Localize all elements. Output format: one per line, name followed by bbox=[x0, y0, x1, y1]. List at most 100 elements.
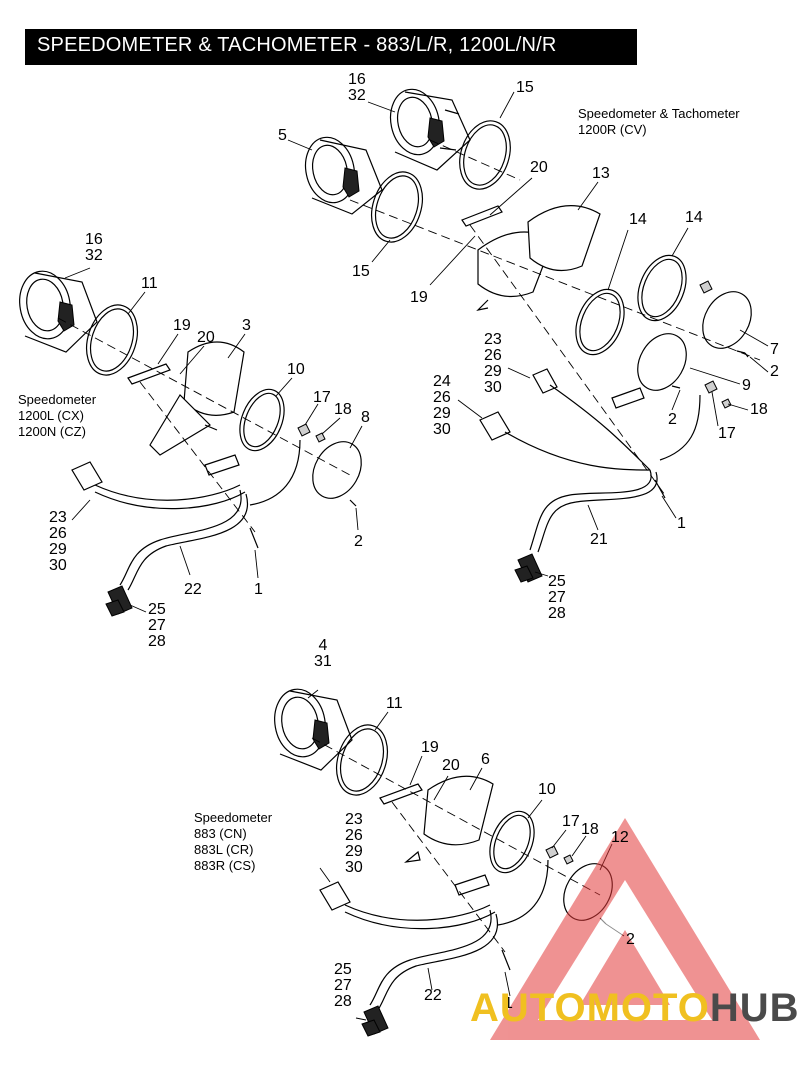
callout-number: 17 bbox=[562, 813, 580, 830]
callout-number: 25 bbox=[148, 601, 166, 618]
caption-line: 1200L (CX) bbox=[18, 408, 84, 423]
callout: 17 bbox=[718, 426, 736, 442]
callout-number: 11 bbox=[386, 695, 403, 712]
back-plate-9 bbox=[637, 333, 687, 391]
wire-harness-22-cx bbox=[71, 439, 301, 617]
back-plate-8 bbox=[312, 441, 362, 499]
callout-number: 16 bbox=[348, 71, 366, 88]
watermark-part-a: AUTOMOTO bbox=[470, 986, 710, 1030]
callout-number: 30 bbox=[49, 557, 67, 574]
assembly-cn bbox=[274, 688, 625, 1037]
assembly-cx bbox=[19, 267, 363, 617]
wire-harness-22-cn bbox=[319, 859, 549, 1037]
callout-number: 20 bbox=[530, 159, 548, 176]
callout-number: 18 bbox=[750, 401, 768, 418]
cup-6 bbox=[423, 775, 494, 846]
assembly-cv bbox=[287, 88, 769, 583]
callout: 18 bbox=[750, 402, 768, 418]
callout: 11 bbox=[141, 276, 158, 292]
callout-number: 19 bbox=[173, 317, 191, 334]
callout-number: 29 bbox=[484, 363, 502, 380]
callout: 19 bbox=[173, 318, 191, 334]
callout: 3 bbox=[242, 318, 251, 334]
watermark-part-b: HUB bbox=[709, 986, 800, 1030]
watermark-logo: AUTOMOTOHUB bbox=[470, 986, 800, 1031]
callout-number: 30 bbox=[484, 379, 502, 396]
callout: 20 bbox=[442, 758, 460, 774]
callout: 1 bbox=[254, 582, 263, 598]
callout: 17 bbox=[562, 814, 580, 830]
watermark-triangle bbox=[490, 818, 760, 1040]
gauge-housing-cx bbox=[19, 270, 98, 353]
callout-number: 26 bbox=[345, 827, 363, 844]
callout-number: 2 bbox=[354, 533, 363, 550]
bracket-strip-cx bbox=[127, 363, 171, 385]
callout-number: 6 bbox=[481, 751, 490, 768]
callout-number: 2 bbox=[626, 931, 635, 948]
callout-number: 5 bbox=[278, 127, 287, 144]
callout-number: 12 bbox=[611, 829, 629, 846]
caption-line: 883 (CN) bbox=[194, 826, 247, 841]
caption-line: 883R (CS) bbox=[194, 858, 256, 873]
callout-number: 19 bbox=[421, 739, 439, 756]
caption-1200l-cx: Speedometer 1200L (CX) 1200N (CZ) bbox=[18, 392, 96, 440]
callout-number: 21 bbox=[590, 531, 608, 548]
ring-10-cn bbox=[489, 810, 535, 874]
caption-line: 1200N (CZ) bbox=[18, 424, 86, 439]
caption-line: 883L (CR) bbox=[194, 842, 254, 857]
bracket-strip-cv bbox=[461, 205, 503, 227]
caption-1200r-cv: Speedometer & Tachometer 1200R (CV) bbox=[578, 106, 740, 138]
callout-number: 3 bbox=[242, 317, 251, 334]
callout: 2 bbox=[626, 932, 635, 948]
callout: 22 bbox=[424, 988, 442, 1004]
callout: 21 bbox=[590, 532, 608, 548]
callout: 19 bbox=[421, 740, 439, 756]
callout: 19 bbox=[410, 290, 428, 306]
callout-number: 1 bbox=[504, 995, 513, 1012]
caption-line: Speedometer bbox=[194, 810, 273, 825]
callout-number: 18 bbox=[581, 821, 599, 838]
ring-14-a bbox=[575, 288, 625, 356]
callout: 2 bbox=[770, 364, 779, 380]
callout: 20 bbox=[197, 330, 215, 346]
callout-number: 30 bbox=[345, 859, 363, 876]
callout: 7 bbox=[770, 342, 779, 358]
callout-number: 17 bbox=[718, 425, 736, 442]
callout-number: 11 bbox=[141, 275, 158, 292]
callout-number: 24 bbox=[433, 373, 451, 390]
callout-number: 14 bbox=[629, 211, 647, 228]
callout-number: 20 bbox=[197, 329, 215, 346]
callout-number: 26 bbox=[49, 525, 67, 542]
callout: 14 bbox=[685, 210, 703, 226]
callout-number: 23 bbox=[49, 509, 67, 526]
back-plate-7 bbox=[702, 291, 752, 349]
callout-number: 19 bbox=[410, 289, 428, 306]
ring-11-cn bbox=[336, 724, 388, 796]
callout-number: 22 bbox=[184, 581, 202, 598]
callout-number: 27 bbox=[148, 617, 166, 634]
caption-line: Speedometer bbox=[18, 392, 97, 407]
callout: 2 bbox=[354, 534, 363, 550]
callout: 17 bbox=[313, 390, 331, 406]
callout: 5 bbox=[278, 128, 287, 144]
callout-number: 23 bbox=[484, 331, 502, 348]
callout-number: 9 bbox=[742, 377, 751, 394]
callout: 2 bbox=[668, 412, 677, 428]
callout-number: 29 bbox=[49, 541, 67, 558]
callout-number: 1 bbox=[254, 581, 263, 598]
callout-number: 29 bbox=[433, 405, 451, 422]
callout: 1 bbox=[677, 516, 686, 532]
callout-number: 25 bbox=[548, 573, 566, 590]
callout: 18 bbox=[581, 822, 599, 838]
callout: 15 bbox=[516, 80, 534, 96]
callout: 11 bbox=[386, 696, 403, 712]
callout-number: 15 bbox=[516, 79, 534, 96]
ring-14-b bbox=[637, 254, 687, 322]
callout-number: 27 bbox=[334, 977, 352, 994]
